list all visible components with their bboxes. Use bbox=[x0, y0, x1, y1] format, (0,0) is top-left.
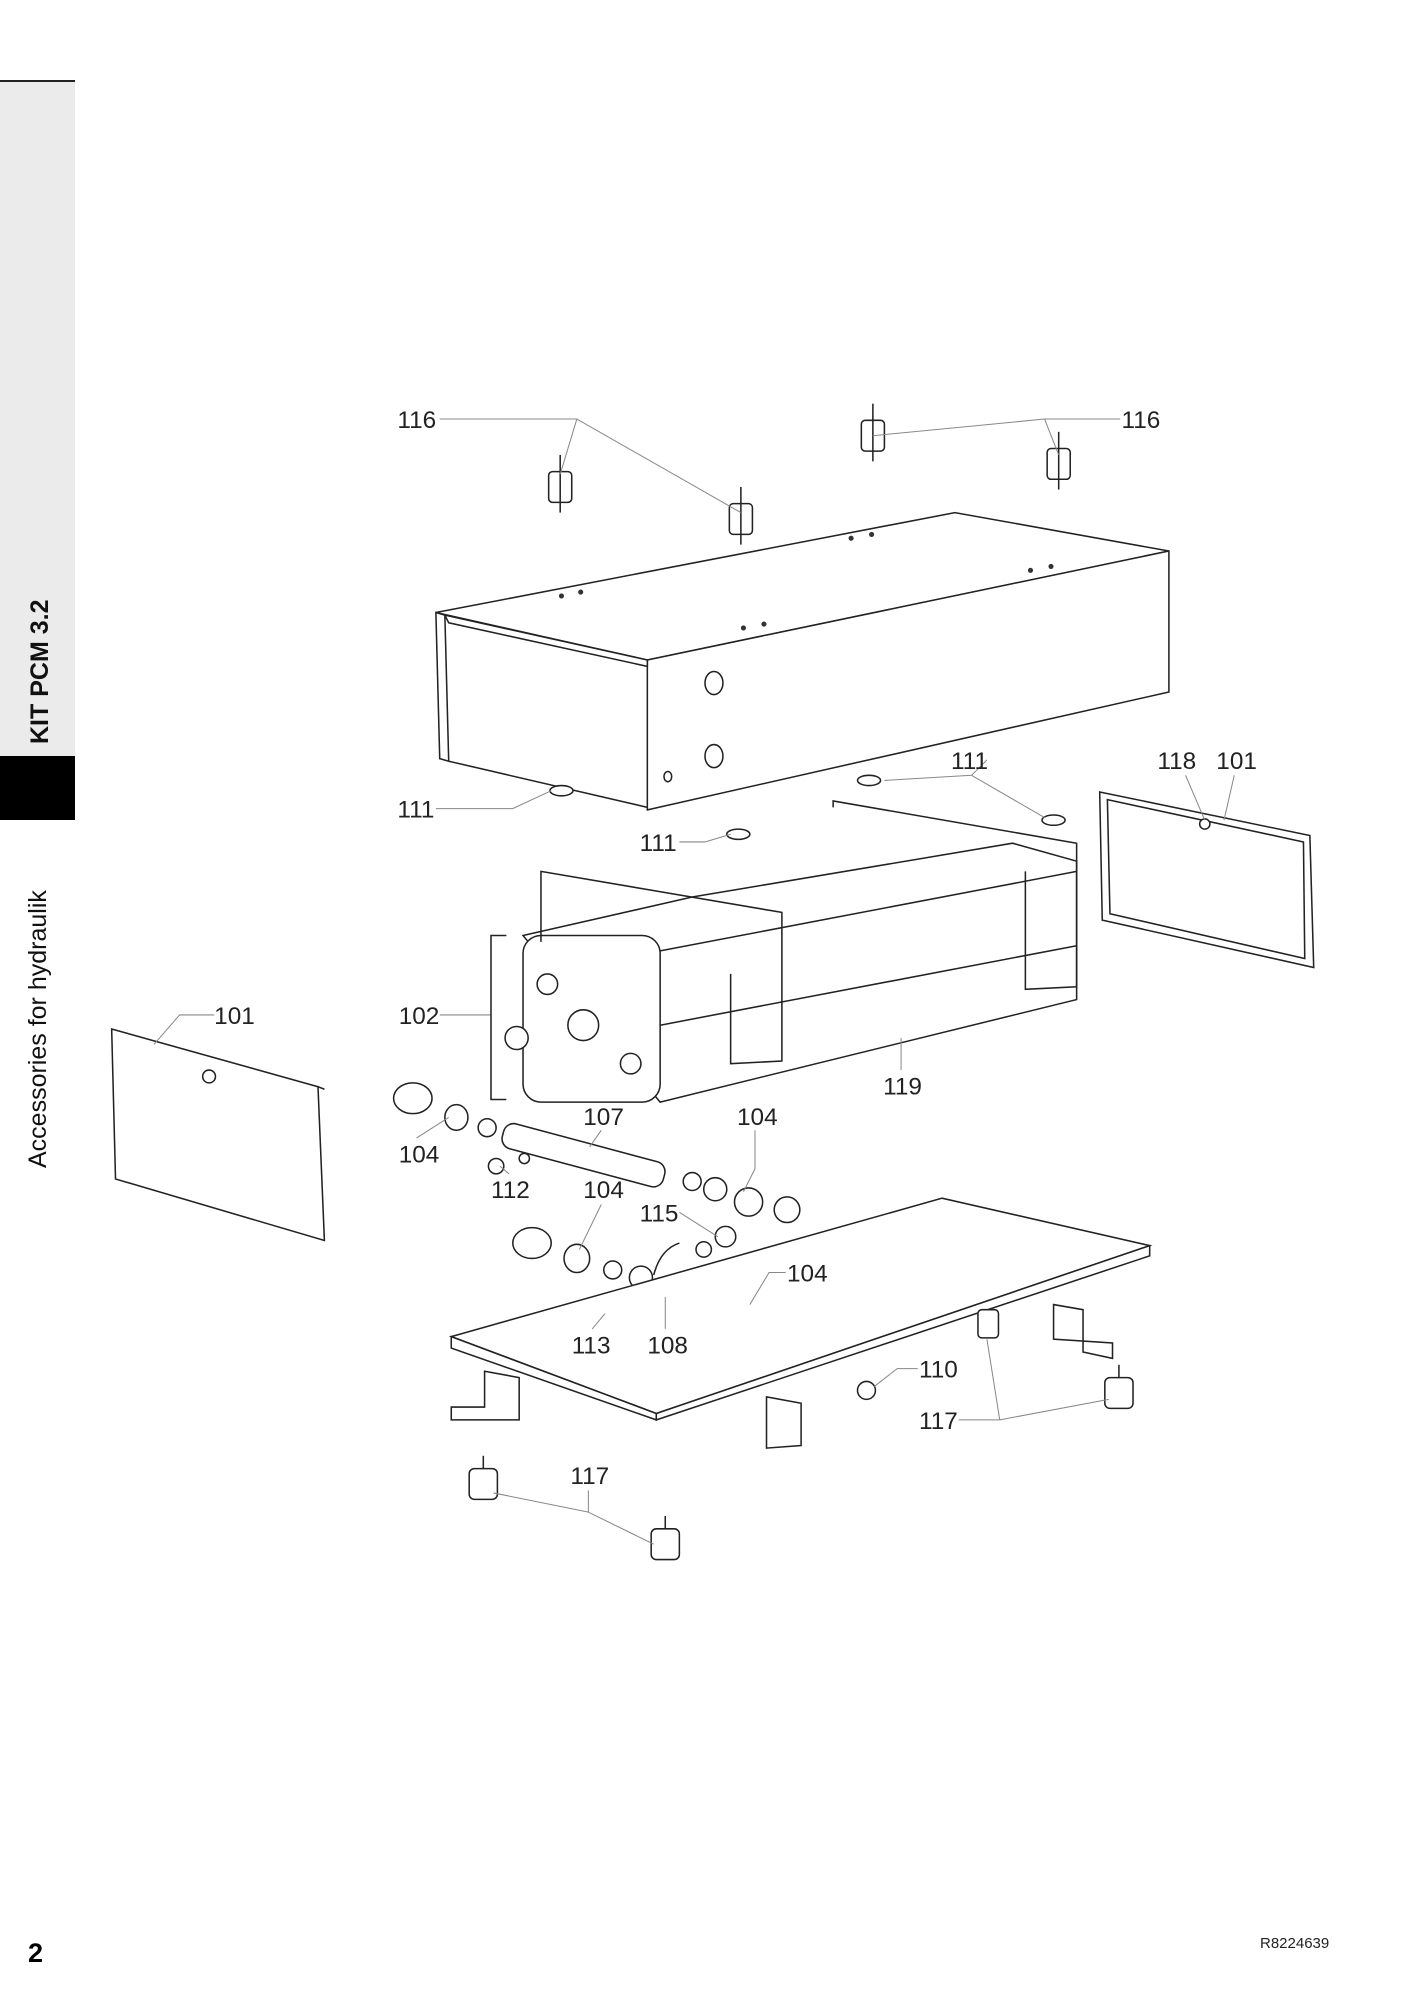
part-label: 104 bbox=[583, 1177, 624, 1204]
part-label: 104 bbox=[787, 1260, 828, 1287]
part-label: 104 bbox=[399, 1141, 440, 1168]
part-label: 111 bbox=[640, 830, 677, 857]
part-label: 118 bbox=[1157, 748, 1196, 775]
part-label: 108 bbox=[647, 1332, 688, 1359]
part-label: 107 bbox=[583, 1104, 624, 1131]
part-label: 116 bbox=[1121, 407, 1160, 434]
part-label: 101 bbox=[1216, 748, 1257, 775]
base-plate bbox=[448, 1197, 1153, 1449]
part-label: 113 bbox=[572, 1332, 611, 1359]
part-labels: 116 116 111 111 111 118 101 101 102 119 … bbox=[214, 407, 1257, 1490]
storage-module bbox=[504, 800, 1078, 1103]
top-cover bbox=[435, 511, 1170, 811]
part-label: 104 bbox=[737, 1104, 778, 1131]
part-label: 117 bbox=[570, 1463, 609, 1490]
part-label: 115 bbox=[640, 1200, 679, 1227]
part-label: 111 bbox=[397, 797, 434, 824]
part-label: 102 bbox=[399, 1003, 440, 1030]
part-label: 101 bbox=[214, 1003, 255, 1030]
leader-lines bbox=[153, 418, 1235, 1545]
part-label: 119 bbox=[883, 1073, 922, 1100]
part-label: 117 bbox=[919, 1408, 958, 1435]
washer-111 bbox=[549, 774, 1066, 841]
sidebar-tab bbox=[0, 82, 75, 756]
part-label: 110 bbox=[919, 1357, 958, 1384]
part-label: 112 bbox=[491, 1177, 530, 1204]
document-reference: R8224639 bbox=[1260, 1935, 1330, 1952]
page-number: 2 bbox=[28, 1938, 44, 1968]
sidebar-section-marker bbox=[0, 756, 75, 820]
side-panel-101 bbox=[110, 791, 1315, 1242]
foot-117 bbox=[468, 1364, 1134, 1561]
part-label: 116 bbox=[397, 407, 436, 434]
part-label: 111 bbox=[951, 748, 988, 775]
damper-116 bbox=[547, 403, 1071, 545]
